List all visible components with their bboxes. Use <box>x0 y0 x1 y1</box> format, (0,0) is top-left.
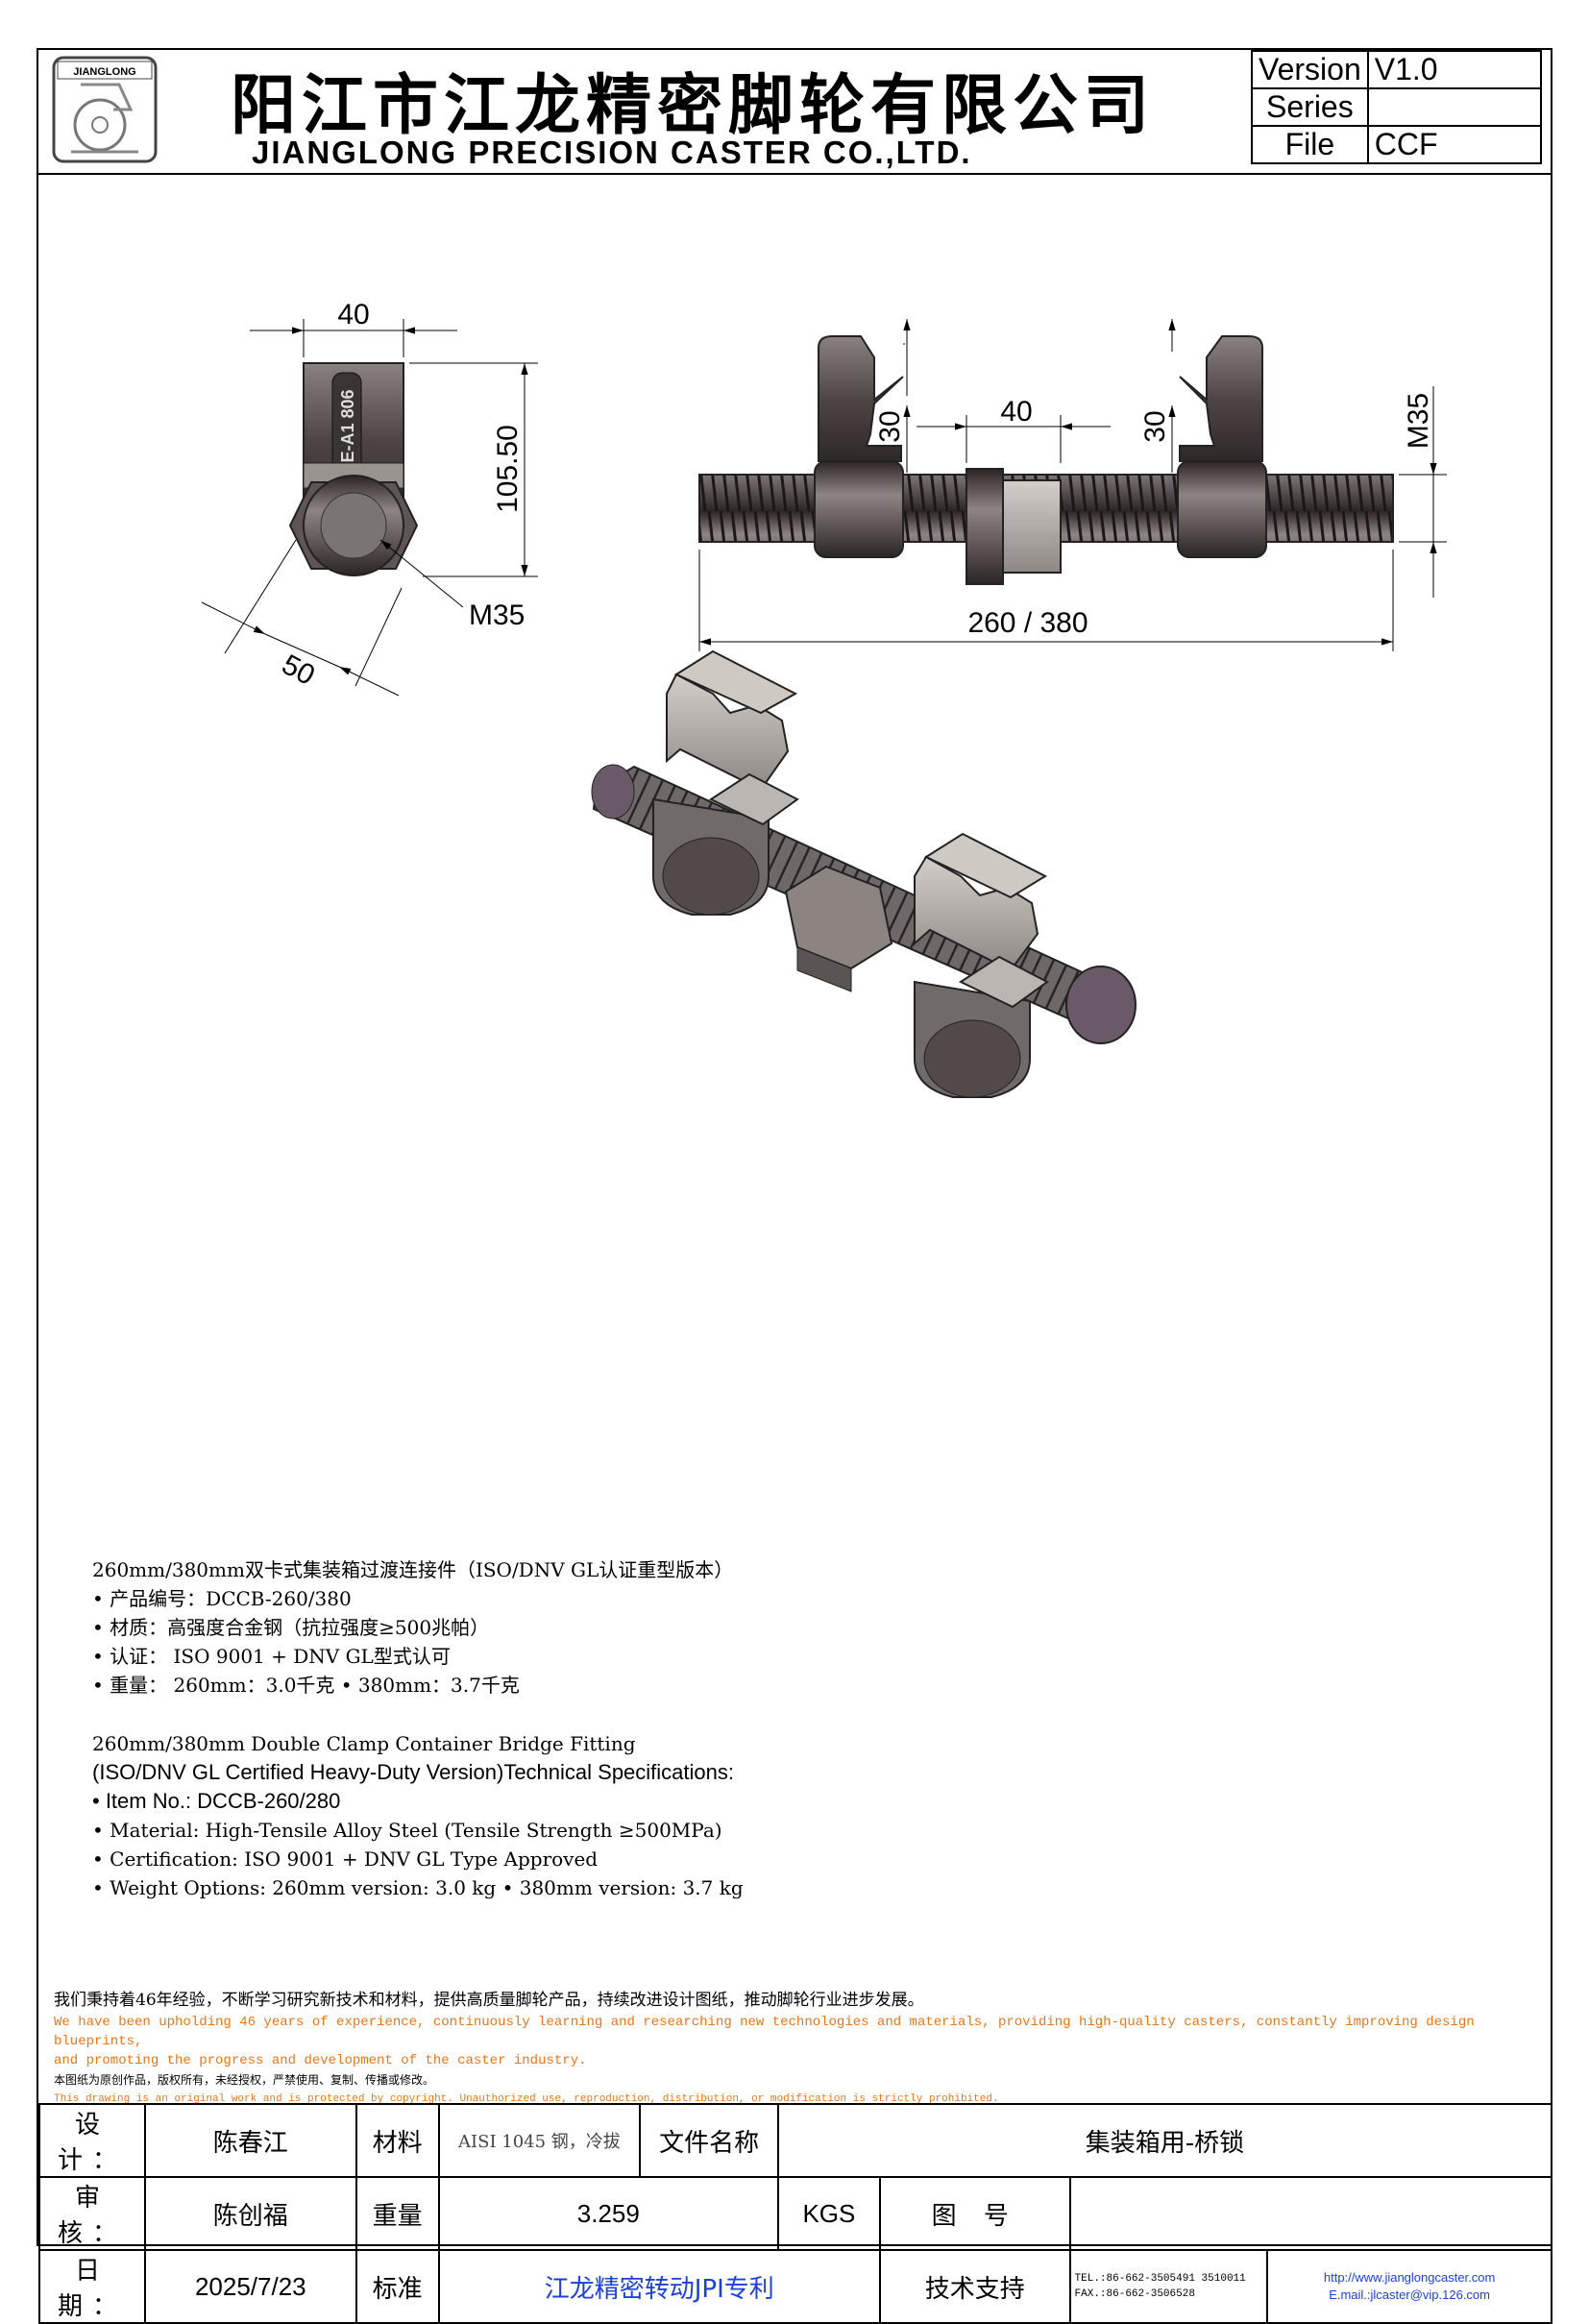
dim-front-thread: M35 <box>1403 393 1434 449</box>
note-cn-copyright: 本图纸为原创作品，版权所有，未经授权，严禁使用、复制、传播或修改。 <box>54 2073 435 2087</box>
dim-nut-width: 40 <box>1000 396 1032 428</box>
review-value: 陈创福 <box>143 2176 357 2251</box>
spec-en-item: • Certification: ISO 9001 + DNV GL Type … <box>92 1847 599 1871</box>
material-label: 材料 <box>354 2103 440 2178</box>
note-en-main-1: We have been upholding 46 years of exper… <box>54 2015 1475 2049</box>
date-label: 日期： <box>38 2249 146 2324</box>
filename-label: 文件名称 <box>639 2103 779 2178</box>
file-label: File <box>1251 125 1369 164</box>
dim-front-length: 260 / 380 <box>967 607 1088 639</box>
header: JIANGLONG 阳江市江龙精密脚轮有限公司 JIANGLONG PRECIS… <box>38 50 1552 175</box>
note-cn-main: 我们秉持着46年经验，不断学习研究新技术和材料，提供高质量脚轮产品，持续改进设计… <box>54 1991 924 2010</box>
version-label: Version <box>1251 50 1369 89</box>
spec-en-item: • Material: High-Tensile Alloy Steel (Te… <box>92 1819 722 1842</box>
spec-cn-item: • 材质：高强度合金钢（抗拉强度≥500兆帕） <box>92 1616 490 1639</box>
contact-web: http://www.jianglongcaster.com E.mail.:j… <box>1266 2249 1552 2324</box>
note-en-copyright: This drawing is an original work and is … <box>54 2093 999 2105</box>
company-logo: JIANGLONG <box>52 56 158 163</box>
title-block: 设计： 陈春江 材料 AISI 1045 钢，冷拔 文件名称 集装箱用-桥锁 审… <box>38 2103 1553 2324</box>
filename-value: 集装箱用-桥锁 <box>776 2103 1553 2178</box>
dim-side-height: 105.50 <box>492 425 524 513</box>
dim-jaw-right: 30 <box>1139 410 1171 442</box>
spec-en-subtitle: (ISO/DNV GL Certified Heavy-Duty Version… <box>92 1760 734 1784</box>
spec-cn-item: • 重量： 260mm：3.0千克 • 380mm：3.7千克 <box>92 1674 520 1697</box>
fax: FAX.:86-662-3506528 <box>1074 2288 1195 2300</box>
dim-side-thread: M35 <box>469 599 525 631</box>
email-link[interactable]: E.mail.:jlcaster@vip.126.com <box>1329 2287 1490 2302</box>
design-value: 陈春江 <box>143 2103 357 2178</box>
spec-en: 260mm/380mm Double Clamp Container Bridg… <box>92 1729 744 1902</box>
support-label: 技术支持 <box>878 2249 1071 2324</box>
drawing-number-value <box>1068 2176 1553 2251</box>
spec-en-item-no: • Item No.: DCCB-260/280 <box>92 1789 341 1813</box>
company-name-cn: 阳江市江龙精密脚轮有限公司 <box>231 68 1156 144</box>
date-value: 2025/7/23 <box>143 2249 357 2324</box>
side-marking: BE-A1 806 <box>338 389 357 475</box>
review-label: 审核： <box>38 2176 146 2251</box>
contact-phone: TEL.:86-662-3505491 3510011 FAX.:86-662-… <box>1068 2249 1269 2324</box>
note-en-main-2: and promoting the progress and developme… <box>54 2053 587 2068</box>
front-view: 30 30 40 M35 260 / 380 <box>698 319 1447 651</box>
logo-text: JIANGLONG <box>73 66 135 78</box>
spec-en-item: • Weight Options: 260mm version: 3.0 kg … <box>92 1876 744 1899</box>
weight-value: 3.259 <box>437 2176 779 2251</box>
spec-cn-item: • 认证： ISO 9001 + DNV GL型式认可 <box>92 1645 451 1668</box>
website-link[interactable]: http://www.jianglongcaster.com <box>1323 2270 1496 2285</box>
drawing-number-label: 图 号 <box>878 2176 1071 2251</box>
tel: TEL.:86-662-3505491 3510011 <box>1074 2273 1246 2285</box>
isometric-view <box>591 649 1137 1098</box>
weight-label: 重量 <box>354 2176 440 2251</box>
version-value: V1.0 <box>1366 50 1542 89</box>
weight-unit: KGS <box>776 2176 881 2251</box>
standard-label: 标准 <box>354 2249 440 2324</box>
notes: 我们秉持着46年经验，不断学习研究新技术和材料，提供高质量脚轮产品，持续改进设计… <box>54 1988 1551 2109</box>
dim-side-width: 40 <box>337 299 369 330</box>
company-name-en: JIANGLONG PRECISION CASTER CO.,LTD. <box>252 135 972 170</box>
drawing-sheet: JIANGLONG 阳江市江龙精密脚轮有限公司 JIANGLONG PRECIS… <box>37 48 1553 2324</box>
spec-cn: 260mm/380mm双卡式集装箱过渡连接件（ISO/DNV GL认证重型版本）… <box>92 1555 733 1700</box>
side-view: BE-A1 806 40 105.50 50 M35 <box>201 299 538 697</box>
dim-jaw-left: 30 <box>874 410 906 442</box>
standard-value: 江龙精密转动JPI专利 <box>437 2249 881 2324</box>
file-value: CCF <box>1366 125 1542 164</box>
technical-drawing: BE-A1 806 40 105.50 50 M35 <box>201 299 1447 1098</box>
spec-en-title: 260mm/380mm Double Clamp Container Bridg… <box>92 1732 636 1755</box>
series-value <box>1366 87 1542 127</box>
spec-cn-title: 260mm/380mm双卡式集装箱过渡连接件（ISO/DNV GL认证重型版本） <box>92 1558 734 1581</box>
design-label: 设计： <box>38 2103 146 2178</box>
series-label: Series <box>1251 87 1369 127</box>
spec-cn-item: • 产品编号：DCCB-260/380 <box>92 1587 352 1610</box>
material-value: AISI 1045 钢，冷拔 <box>437 2103 642 2178</box>
